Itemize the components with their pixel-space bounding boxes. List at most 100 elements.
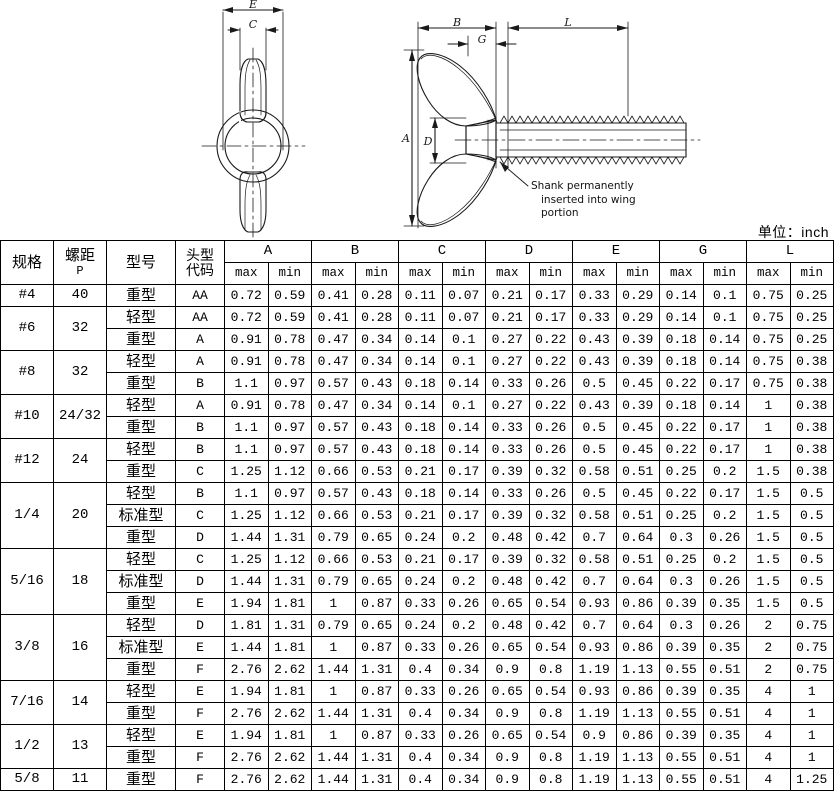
cell-value: 0.91	[224, 394, 269, 417]
cell-value: 0.87	[354, 724, 399, 747]
cell-type: 轻型	[106, 724, 176, 747]
cell-value: 0.26	[441, 724, 486, 747]
cell-value: 0.22	[528, 350, 573, 373]
cell-type: 重型	[106, 658, 176, 681]
cell-value: 2.76	[224, 746, 269, 769]
cell-value: 0.66	[311, 460, 356, 483]
cell-head-code: A	[175, 328, 225, 351]
cell-value: 0.25	[789, 306, 834, 329]
cell-value: 0.4	[398, 658, 443, 681]
cell-value: 1.31	[354, 746, 399, 769]
cell-value: 0.39	[615, 394, 660, 417]
cell-value: 0.9	[572, 724, 617, 747]
cell-value: 0.25	[789, 328, 834, 351]
cell-value: 0.43	[572, 350, 617, 373]
cell-value: 1.31	[354, 768, 399, 791]
cell-value: 4	[746, 680, 791, 703]
cell-value: 0.21	[398, 460, 443, 483]
header-head-code-line1: 头型	[186, 246, 214, 263]
cell-value: 0.55	[659, 746, 704, 769]
cell-head-code: F	[175, 746, 225, 769]
shank-note: Shank permanently inserted into wing por…	[531, 180, 661, 221]
svg-text:B: B	[452, 16, 461, 29]
cell-value: 0.55	[659, 702, 704, 725]
cell-value: 0.17	[702, 482, 747, 505]
cell-value: 1	[746, 438, 791, 461]
cell-value: 0.39	[659, 636, 704, 659]
cell-value: 0.78	[267, 394, 312, 417]
cell-value: 1.94	[224, 724, 269, 747]
cell-value: 0.38	[789, 350, 834, 373]
cell-value: 0.51	[615, 460, 660, 483]
cell-value: 1	[746, 416, 791, 439]
cell-value: 1.44	[224, 526, 269, 549]
cell-value: 0.5	[789, 592, 834, 615]
header-e-min: min	[615, 262, 660, 285]
cell-value: 0.87	[354, 636, 399, 659]
cell-type: 重型	[106, 372, 176, 395]
cell-value: 0.22	[659, 438, 704, 461]
cell-value: 1.5	[746, 548, 791, 571]
cell-type: 轻型	[106, 394, 176, 417]
cell-pitch: 24	[53, 438, 107, 483]
cell-value: 1.19	[572, 746, 617, 769]
cell-value: 0.79	[311, 526, 356, 549]
cell-value: 0.5	[789, 482, 834, 505]
cell-value: 1.44	[311, 658, 356, 681]
cell-value: 0.65	[354, 526, 399, 549]
cell-value: 1.1	[224, 372, 269, 395]
cell-value: 0.75	[746, 350, 791, 373]
cell-value: 1.19	[572, 768, 617, 791]
cell-value: 0.3	[659, 526, 704, 549]
header-dim-c: C	[398, 240, 486, 263]
cell-type: 重型	[106, 702, 176, 725]
cell-type: 轻型	[106, 482, 176, 505]
cell-value: 1.5	[746, 460, 791, 483]
cell-value: 0.42	[528, 614, 573, 637]
cell-value: 0.87	[354, 680, 399, 703]
cell-value: 0.54	[528, 680, 573, 703]
cell-value: 2	[746, 636, 791, 659]
cell-value: 0.43	[354, 416, 399, 439]
svg-text:A: A	[401, 132, 410, 145]
cell-value: 0.21	[398, 504, 443, 527]
cell-value: 0.17	[702, 416, 747, 439]
cell-value: 0.33	[485, 372, 530, 395]
cell-value: 1.13	[615, 658, 660, 681]
svg-text:D: D	[423, 135, 433, 148]
cell-value: 0.29	[615, 306, 660, 329]
cell-type: 标准型	[106, 504, 176, 527]
cell-type: 重型	[106, 460, 176, 483]
cell-value: 0.7	[572, 526, 617, 549]
cell-value: 0.14	[659, 284, 704, 307]
cell-value: 0.3	[659, 570, 704, 593]
cell-head-code: B	[175, 372, 225, 395]
cell-value: 0.26	[528, 372, 573, 395]
cell-value: 0.86	[615, 592, 660, 615]
cell-spec: #6	[0, 306, 54, 351]
cell-value: 1.5	[746, 504, 791, 527]
cell-value: 0.51	[615, 504, 660, 527]
cell-value: 0.55	[659, 658, 704, 681]
cell-value: 0.75	[789, 658, 834, 681]
cell-value: 0.14	[398, 328, 443, 351]
cell-value: 0.43	[354, 482, 399, 505]
cell-value: 0.43	[354, 438, 399, 461]
header-g-min: min	[702, 262, 747, 285]
cell-head-code: A	[175, 394, 225, 417]
cell-type: 轻型	[106, 548, 176, 571]
cell-value: 0.39	[659, 592, 704, 615]
cell-value: 0.32	[528, 460, 573, 483]
cell-value: 0.26	[702, 614, 747, 637]
cell-value: 1.13	[615, 768, 660, 791]
cell-value: 0.35	[702, 724, 747, 747]
cell-value: 0.54	[528, 724, 573, 747]
cell-value: 0.75	[746, 372, 791, 395]
cell-value: 0.22	[659, 372, 704, 395]
header-dim-e: E	[572, 240, 660, 263]
